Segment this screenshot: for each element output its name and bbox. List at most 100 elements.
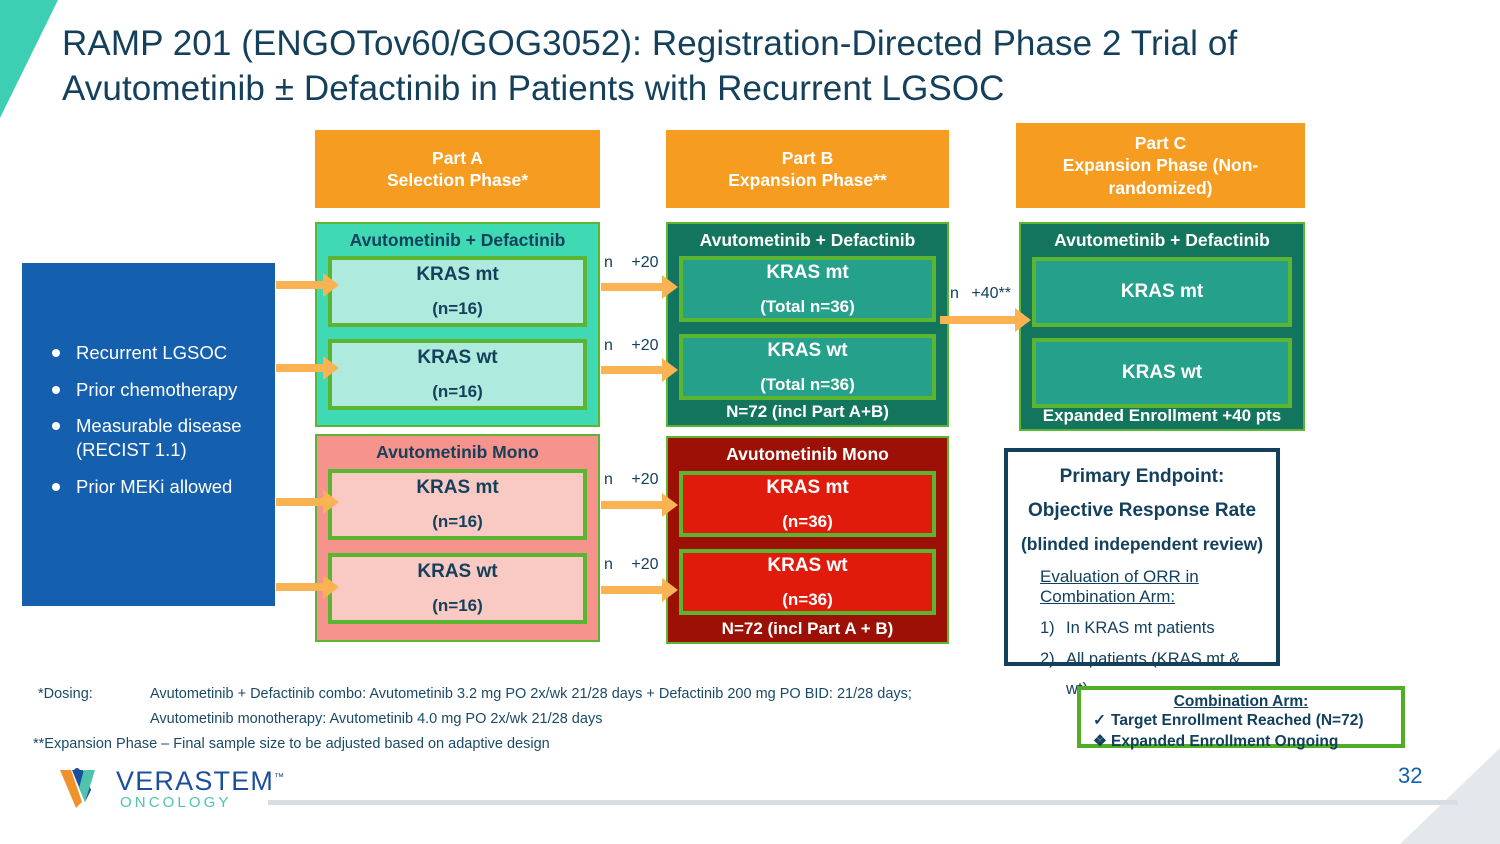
diamond-icon: ❖ xyxy=(1093,732,1107,750)
group-footer: N=72 (incl Part A + B) xyxy=(721,619,894,638)
arrow-elig-to-a-combo-mt xyxy=(276,273,339,297)
arm-gene: KRAS mt xyxy=(416,477,499,498)
combination-arm-row-2-text: Expanded Enrollment Ongoing xyxy=(1111,732,1339,750)
group-title: Avutometinib + Defactinib xyxy=(699,230,916,250)
arm-n: (n=36) xyxy=(782,511,833,531)
page-title: RAMP 201 (ENGOTov60/GOG3052): Registrati… xyxy=(62,24,1238,108)
arrow-label-a-to-b-1: n +20 xyxy=(604,254,659,272)
arrow-label-n: n xyxy=(604,337,613,354)
part-a-header-line2: Selection Phase* xyxy=(386,170,529,190)
arm-n: (Total n=36) xyxy=(760,296,855,316)
arm-n: (n=16) xyxy=(432,596,483,615)
footnote-dosing-label: *Dosing: xyxy=(38,686,93,702)
list-item: 1) In KRAS mt patients xyxy=(1040,613,1266,644)
arrow-elig-to-a-mono-mt xyxy=(276,490,339,514)
endpoint-review-note: (blinded independent review) xyxy=(1020,534,1264,554)
part-c-header-line1: Part C xyxy=(1134,133,1187,154)
part-c-combo-group: Avutometinib + Defactinib KRAS mt KRAS w… xyxy=(1019,222,1305,431)
arrow-a-to-b-combo-wt xyxy=(601,358,678,382)
arrow-label-delta: +20 xyxy=(631,254,659,271)
arrow-elig-to-a-combo-wt xyxy=(276,356,339,380)
arm-gene: KRAS wt xyxy=(417,347,498,368)
arrow-a-to-b-mono-wt xyxy=(601,578,678,602)
arm-gene: KRAS wt xyxy=(767,554,848,576)
arm-cell-kras-wt: KRAS wt (n=36) xyxy=(679,549,936,615)
arm-gene: KRAS wt xyxy=(767,339,848,361)
arm-cell-kras-mt: KRAS mt xyxy=(1032,257,1292,327)
endpoint-eval-list: 1) In KRAS mt patients 2) All patients (… xyxy=(1018,613,1266,705)
arm-n: (n=36) xyxy=(782,589,833,609)
verastem-wordmark-text: VERASTEM xyxy=(116,766,275,796)
arm-gene: KRAS mt xyxy=(766,261,849,283)
arrow-a-to-b-combo-mt xyxy=(601,275,678,299)
group-footer: N=72 (incl Part A+B) xyxy=(726,402,889,421)
arm-cell-kras-wt: KRAS wt (n=16) xyxy=(328,553,587,624)
arrow-label-delta: +20 xyxy=(631,556,659,573)
group-title: Avutometinib + Defactinib xyxy=(349,230,566,250)
part-b-header-line1: Part B xyxy=(781,147,834,168)
arm-cell-kras-mt: KRAS mt (n=16) xyxy=(328,469,587,540)
part-a-mono-group: Avutometinib Mono KRAS mt (n=16) KRAS wt… xyxy=(315,434,600,642)
arrow-label-n: n xyxy=(604,471,613,488)
footer-rule xyxy=(268,800,1458,805)
list-item: Prior chemotherapy xyxy=(50,378,255,402)
arrow-label-delta: +20 xyxy=(631,337,659,354)
arm-gene: KRAS mt xyxy=(416,264,499,285)
verastem-subtitle: ONCOLOGY xyxy=(120,794,232,811)
arm-cell-kras-wt: KRAS wt (n=16) xyxy=(328,339,587,410)
arrow-a-to-b-mono-mt xyxy=(601,493,678,517)
group-title: Avutometinib Mono xyxy=(726,444,889,464)
arm-n: (n=16) xyxy=(432,382,483,401)
eligibility-box: Recurrent LGSOC Prior chemotherapy Measu… xyxy=(22,263,275,606)
part-a-header: Part A Selection Phase* xyxy=(315,130,600,208)
eligibility-list: Recurrent LGSOC Prior chemotherapy Measu… xyxy=(50,341,255,511)
verastem-logo: VERASTEM™ ONCOLOGY xyxy=(60,766,284,814)
endpoint-eval-header: Evaluation of ORR in Combination Arm: xyxy=(1040,567,1199,606)
endpoint-measure: Objective Response Rate xyxy=(1027,500,1257,521)
arrow-label-delta: +20 xyxy=(631,471,659,488)
arrow-elig-to-a-mono-wt xyxy=(276,575,339,599)
arrow-label-delta: +40** xyxy=(971,285,1011,302)
arm-gene: KRAS mt xyxy=(1120,281,1204,302)
arm-cell-kras-wt: KRAS wt xyxy=(1032,338,1292,408)
endpoint-title: Primary Endpoint: xyxy=(1059,466,1225,487)
arm-cell-kras-mt: KRAS mt (Total n=36) xyxy=(679,256,936,322)
list-item: Recurrent LGSOC xyxy=(50,341,255,365)
page-number: 32 xyxy=(1398,763,1423,788)
trademark-icon: ™ xyxy=(274,772,286,783)
arrow-label-a-to-b-2: n +20 xyxy=(604,337,659,355)
part-c-header: Part C Expansion Phase (Non-randomized) xyxy=(1016,123,1305,208)
part-a-combo-group: Avutometinib + Defactinib KRAS mt (n=16)… xyxy=(315,222,600,427)
check-icon: ✓ xyxy=(1093,712,1106,729)
list-item-number: 1) xyxy=(1040,619,1055,637)
footnote-dosing-line2: Avutometinib monotherapy: Avutometinib 4… xyxy=(150,711,603,727)
list-item: Measurable disease (RECIST 1.1) xyxy=(50,414,255,461)
footnote-dosing-line1: Avutometinib + Defactinib combo: Avutome… xyxy=(150,686,912,702)
footnote-expansion: **Expansion Phase – Final sample size to… xyxy=(33,736,550,752)
part-a-header-line1: Part A xyxy=(432,147,483,168)
arm-n: (n=16) xyxy=(432,512,483,531)
part-b-combo-group: Avutometinib + Defactinib KRAS mt (Total… xyxy=(666,222,949,427)
part-c-header-line2: Expansion Phase (Non-randomized) xyxy=(1062,155,1259,198)
combination-arm-header: Combination Arm: xyxy=(1173,693,1309,710)
arm-cell-kras-wt: KRAS wt (Total n=36) xyxy=(679,334,936,400)
arm-cell-kras-mt: KRAS mt (n=36) xyxy=(679,471,936,537)
group-footer: Expanded Enrollment +40 pts xyxy=(1042,406,1282,425)
primary-endpoint-box: Primary Endpoint: Objective Response Rat… xyxy=(1004,448,1280,698)
arrow-label-a-to-b-3: n +20 xyxy=(604,471,659,489)
list-item-number: 2) xyxy=(1040,649,1055,668)
arm-cell-kras-mt: KRAS mt (n=16) xyxy=(328,256,587,327)
verastem-wordmark: VERASTEM™ xyxy=(116,766,285,797)
arm-gene: KRAS wt xyxy=(417,561,498,582)
arrow-label-b-to-c: n +40** xyxy=(950,285,1011,303)
group-title: Avutometinib Mono xyxy=(376,442,539,462)
list-item-text: In KRAS mt patients xyxy=(1066,619,1215,637)
part-b-header-line2: Expansion Phase** xyxy=(728,170,887,190)
part-b-header: Part B Expansion Phase** xyxy=(666,130,949,208)
arrow-label-a-to-b-4: n +20 xyxy=(604,556,659,574)
list-item: Prior MEKi allowed xyxy=(50,475,255,499)
combination-arm-row-2: ❖Expanded Enrollment Ongoing xyxy=(1081,732,1401,753)
arrow-label-n: n xyxy=(604,556,613,573)
arm-n: (Total n=36) xyxy=(760,374,855,394)
combination-arm-row-1-text: Target Enrollment Reached (N=72) xyxy=(1111,712,1364,729)
